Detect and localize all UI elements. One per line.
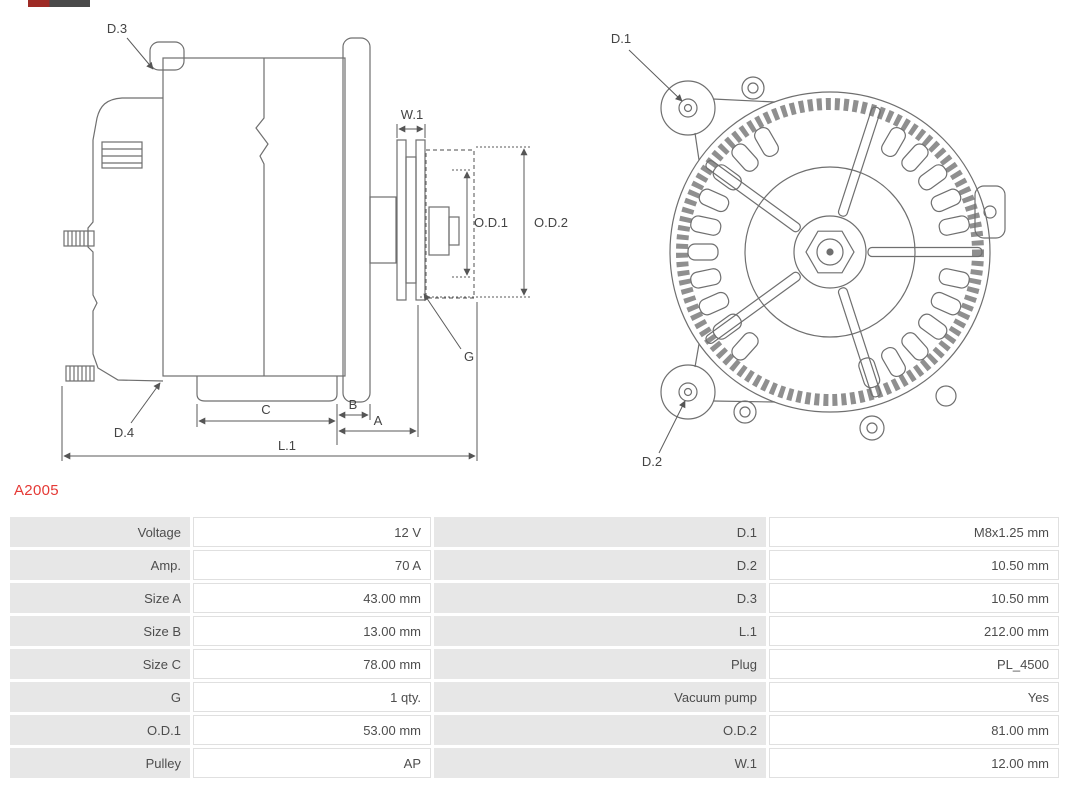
spec-table: Voltage 12 V D.1 M8x1.25 mm Amp. 70 A D.… (10, 517, 1059, 778)
dim-label-b: B (349, 397, 358, 412)
dim-label-d4: D.4 (114, 425, 134, 440)
spec-value: 12 V (193, 517, 431, 547)
spec-value: PL_4500 (769, 649, 1059, 679)
drive-end-bracket (342, 37, 371, 403)
rear-view-labels: D.1 D.2 (611, 31, 662, 469)
dim-label-g: G (464, 349, 474, 364)
shaft (369, 196, 397, 264)
spec-value: 1 qty. (193, 682, 431, 712)
spec-label: Size A (10, 583, 190, 613)
serrated-ring (676, 98, 984, 406)
shaft-end (816, 238, 844, 266)
mounting-foot (196, 376, 338, 402)
spec-label: Vacuum pump (434, 682, 766, 712)
dim-label-od1: O.D.1 (474, 215, 508, 230)
pulley-face (744, 166, 916, 338)
spec-value: 78.00 mm (193, 649, 431, 679)
side-view-labels: D.3 D.4 W.1 O.D.1 O.D.2 G C B A L.1 (107, 21, 568, 453)
dim-label-d2: D.2 (642, 454, 662, 469)
spec-value: Yes (769, 682, 1059, 712)
hex-nut (805, 230, 855, 274)
alternator-side-view (63, 37, 475, 403)
spec-label: Voltage (10, 517, 190, 547)
side-tab (974, 185, 1006, 239)
spec-label: L.1 (434, 616, 766, 646)
spec-label: Pulley (10, 748, 190, 778)
spec-label: G (10, 682, 190, 712)
spec-value: 43.00 mm (193, 583, 431, 613)
spec-value: M8x1.25 mm (769, 517, 1059, 547)
spec-label: W.1 (434, 748, 766, 778)
spec-label: O.D.1 (10, 715, 190, 745)
housing-outline (669, 91, 991, 413)
hub-ring (793, 215, 867, 289)
top-lug (149, 41, 185, 71)
spec-label: O.D.2 (434, 715, 766, 745)
spec-label: Size C (10, 649, 190, 679)
spec-label: Plug (434, 649, 766, 679)
spec-value: 53.00 mm (193, 715, 431, 745)
vent-slots (687, 126, 970, 389)
mounting-ear-top (660, 80, 776, 161)
spec-value: 10.50 mm (769, 550, 1059, 580)
dim-label-d3: D.3 (107, 21, 127, 36)
rear-cover (87, 97, 164, 382)
spec-value: 212.00 mm (769, 616, 1059, 646)
technical-drawing: D.3 D.4 W.1 O.D.1 O.D.2 G C B A L.1 (61, 21, 1006, 469)
dim-label-w1: W.1 (401, 107, 423, 122)
spec-label: D.3 (434, 583, 766, 613)
spec-value: 12.00 mm (769, 748, 1059, 778)
spec-value: 70 A (193, 550, 431, 580)
spec-value: 13.00 mm (193, 616, 431, 646)
vacuum-pump-extent (425, 149, 475, 299)
spec-value: 81.00 mm (769, 715, 1059, 745)
alternator-rear-view (660, 76, 1006, 441)
dim-label-d1: D.1 (611, 31, 631, 46)
dim-label-od2: O.D.2 (534, 215, 568, 230)
spec-value: 10.50 mm (769, 583, 1059, 613)
terminal-stud-upper (63, 230, 95, 247)
spoke-arms (705, 106, 983, 398)
spec-value: AP (193, 748, 431, 778)
dim-label-l1: L.1 (278, 438, 296, 453)
spec-label: D.2 (434, 550, 766, 580)
rear-view-dimensions (628, 49, 686, 454)
spec-label: Size B (10, 616, 190, 646)
dim-label-a: A (374, 413, 383, 428)
pulley (396, 139, 460, 301)
spec-label: D.1 (434, 517, 766, 547)
break-line (255, 58, 269, 376)
logo-fragment (28, 0, 90, 7)
side-view-dimensions (61, 37, 530, 461)
dim-label-c: C (261, 402, 270, 417)
part-number: A2005 (14, 482, 59, 499)
terminal-stud-lower (65, 365, 95, 382)
stator-body (162, 57, 346, 377)
spec-label: Amp. (10, 550, 190, 580)
